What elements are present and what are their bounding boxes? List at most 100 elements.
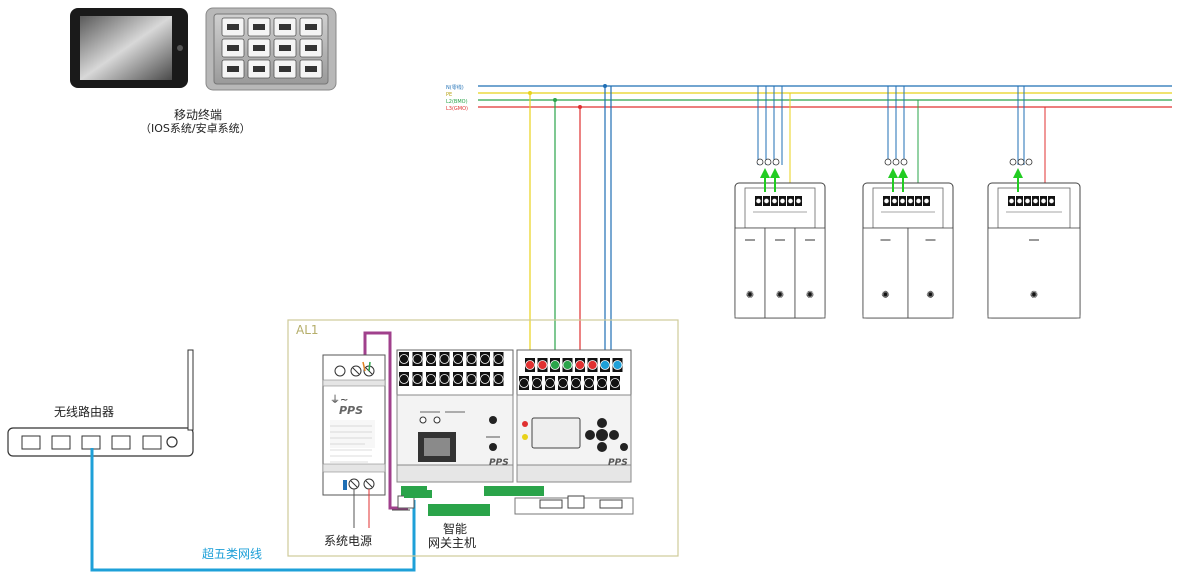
terminal-screw	[550, 360, 560, 370]
router-power-button[interactable]	[166, 436, 178, 448]
terminal-screw	[597, 378, 607, 388]
terminal-screw	[426, 354, 436, 364]
router-label: 无线路由器	[54, 405, 115, 419]
terminal-screw	[558, 378, 568, 388]
terminal-screw	[600, 360, 610, 370]
terminal-screw	[493, 354, 504, 364]
bulb-icon: ✺	[1030, 290, 1038, 301]
bulb-icon: ✺	[776, 290, 784, 301]
router-lan-port[interactable]	[81, 435, 101, 450]
feed-arrow-icon	[1013, 168, 1023, 178]
gateway-bus-connectors	[392, 490, 432, 511]
terminal-screw	[610, 378, 620, 388]
left-button[interactable]	[585, 430, 595, 440]
terminal-screw	[584, 378, 594, 388]
terminal-screw	[612, 360, 623, 370]
terminal-screw	[480, 374, 490, 384]
terminal-screw	[587, 360, 598, 370]
dimmer-modules: ✺✺✺✺✺✺	[734, 158, 1081, 319]
power-bus	[478, 85, 1172, 108]
wall-control-panel	[205, 7, 337, 91]
bulb-icon: ✺	[806, 290, 814, 301]
feed-arrow-icon	[760, 168, 770, 178]
gateway-label-line1: 智能	[443, 522, 468, 536]
dimmer-channel	[907, 227, 954, 319]
bus-label-l2: L2(BMO)	[446, 99, 468, 105]
terminal-screw	[399, 354, 409, 364]
terminal-screw	[466, 354, 477, 364]
router-lan-port[interactable]	[111, 435, 131, 450]
scene-key-icon	[279, 66, 291, 72]
terminal-screw	[537, 360, 548, 370]
gateway-label-line2: 网关主机	[428, 536, 477, 550]
terminal-screw	[571, 378, 581, 388]
feed-arrow-icon	[898, 168, 908, 178]
terminal-screw	[453, 374, 463, 384]
scene-key-icon	[227, 24, 239, 30]
terminal-screw	[453, 354, 463, 364]
dimmer-channel	[794, 227, 826, 319]
router-lan-port[interactable]	[51, 435, 71, 450]
scene-key-icon	[253, 24, 265, 30]
wireless-router	[7, 349, 194, 457]
bulb-icon: ✺	[926, 290, 934, 301]
dimmer-module: ✺✺	[862, 158, 954, 319]
up-button[interactable]	[597, 418, 607, 428]
scene-key-icon	[305, 66, 317, 72]
scene-key-icon	[279, 45, 291, 51]
feed-arrow-icon	[888, 168, 898, 178]
scene-key-icon	[305, 45, 317, 51]
terminal-screw	[480, 354, 490, 364]
router-lan-port[interactable]	[142, 435, 162, 450]
panel-keypad	[221, 17, 323, 79]
terminal-screw	[412, 354, 423, 364]
terminal-screw	[562, 360, 573, 370]
dimmer-module: ✺ ✺ ✺	[734, 158, 826, 319]
bulb-icon: ✺	[881, 290, 889, 301]
power-supply-unit: ⏚ ~	[322, 354, 386, 528]
terminal-screw	[493, 374, 504, 384]
gateway-control-module	[396, 349, 514, 516]
cabinet-al1	[287, 319, 679, 557]
dimmer-channel	[734, 227, 766, 319]
bus-label-pe: PE	[446, 92, 453, 98]
module-feed-wires	[757, 86, 1046, 190]
terminal-screw	[412, 374, 423, 384]
mobile-terminal-title: 移动终端	[174, 108, 223, 122]
feed-arrow-icon	[770, 168, 780, 178]
terminal-screw	[439, 374, 450, 384]
power-supply-brand: PPS	[339, 404, 364, 417]
dimmer-channel	[862, 227, 909, 319]
mobile-terminal-subtitle: （IOS系统/安卓系统）	[140, 122, 251, 135]
bulb-icon: ✺	[746, 290, 754, 301]
terminal-screw	[545, 378, 555, 388]
bus-label-neutral: N(零线)	[446, 85, 464, 91]
network-cable	[90, 448, 416, 572]
scene-key-icon	[253, 45, 265, 51]
cabinet-label: AL1	[296, 323, 319, 337]
center-button[interactable]	[596, 429, 608, 441]
down-button[interactable]	[597, 442, 607, 452]
back-button[interactable]	[620, 443, 628, 451]
gateway-left-brand: PPS	[489, 458, 509, 468]
router-lan-port[interactable]	[21, 435, 41, 450]
gateway-right-brand: PPS	[608, 458, 628, 468]
scene-key-icon	[227, 45, 239, 51]
scene-key-icon	[227, 66, 239, 72]
gateway-display-module	[484, 349, 634, 515]
terminal-screw	[532, 378, 542, 388]
bus-label-l3: L3(GMO)	[446, 106, 468, 112]
tablet-device	[70, 8, 188, 88]
scene-key-icon	[305, 24, 317, 30]
bus-cable-purple	[363, 331, 408, 510]
terminal-screw	[439, 354, 450, 364]
right-button[interactable]	[609, 430, 619, 440]
power-supply-label: 系统电源	[324, 534, 373, 548]
terminal-screw	[399, 374, 409, 384]
router-ports	[21, 435, 162, 450]
dimmer-module: ✺	[987, 158, 1081, 319]
svg-text:⏚: ⏚	[330, 394, 340, 406]
svg-text:~: ~	[340, 395, 348, 406]
terminal-screw	[525, 360, 535, 370]
